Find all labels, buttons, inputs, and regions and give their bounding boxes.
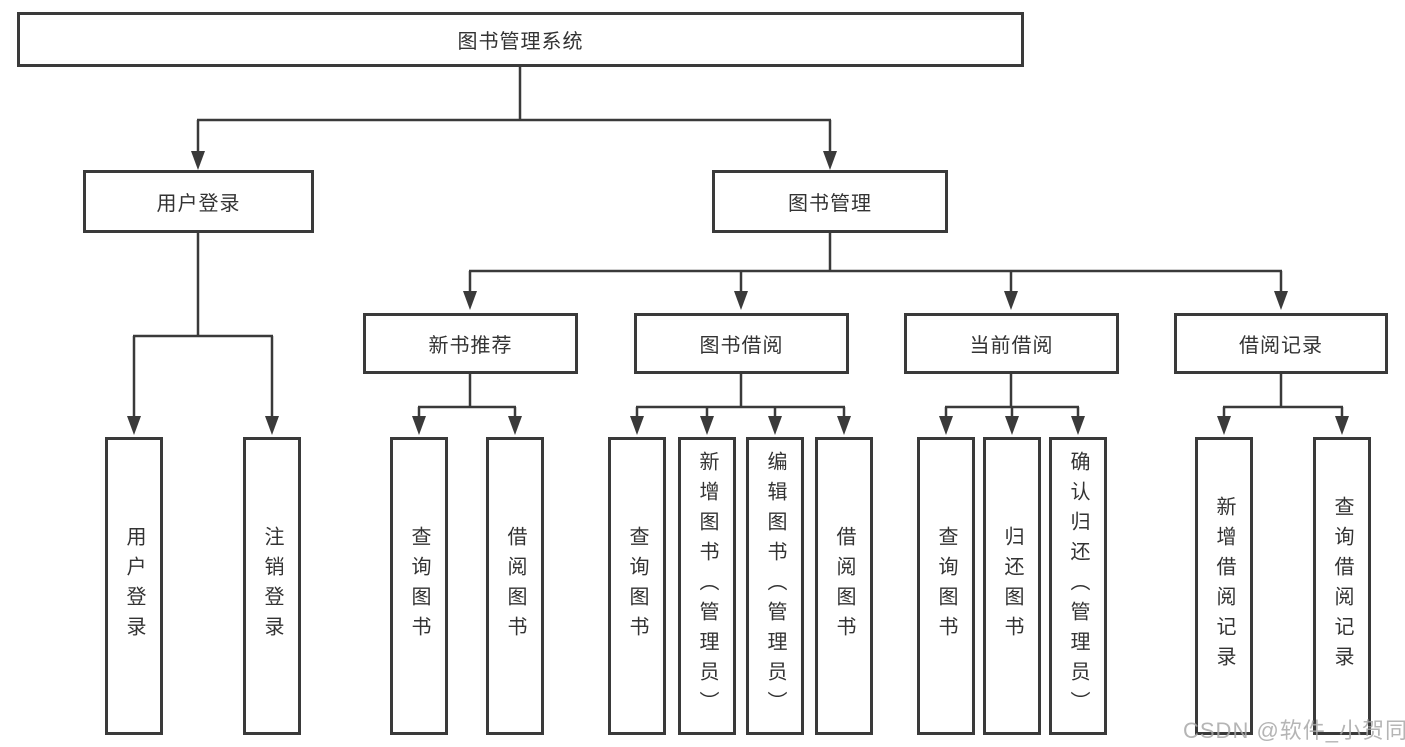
node-book-borrow: 图书借阅: [634, 313, 849, 374]
node-book-management: 图书管理: [712, 170, 948, 233]
node-root: 图书管理系统: [17, 12, 1024, 67]
leaf-query-borrow-record: 查询借阅记录: [1313, 437, 1371, 735]
watermark: CSDN @软件_小贺同学: [1183, 718, 1405, 743]
node-current-borrow: 当前借阅: [904, 313, 1119, 374]
leaf-edit-book-admin: 编辑图书（管理员）: [746, 437, 804, 735]
leaf-user-login: 用户登录: [105, 437, 163, 735]
leaf-logout: 注销登录: [243, 437, 301, 735]
leaf-return-books: 归还图书: [983, 437, 1041, 735]
leaf-add-borrow-record: 新增借阅记录: [1195, 437, 1253, 735]
node-new-book-recommend: 新书推荐: [363, 313, 578, 374]
leaf-borrow-books-recommend: 借阅图书: [486, 437, 544, 735]
leaf-add-book-admin: 新增图书（管理员）: [678, 437, 736, 735]
leaf-query-books-current: 查询图书: [917, 437, 975, 735]
node-borrow-records: 借阅记录: [1174, 313, 1388, 374]
leaf-query-books-recommend: 查询图书: [390, 437, 448, 735]
leaf-query-books-borrow: 查询图书: [608, 437, 666, 735]
node-user-login: 用户登录: [83, 170, 314, 233]
leaf-confirm-return-admin: 确认归还（管理员）: [1049, 437, 1107, 735]
leaf-borrow-books: 借阅图书: [815, 437, 873, 735]
